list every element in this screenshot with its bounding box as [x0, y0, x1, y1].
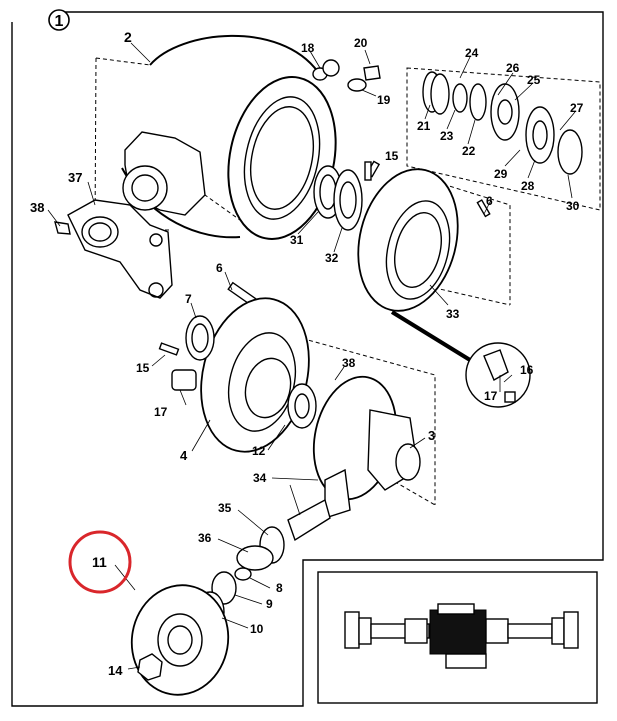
bearing-and-gear — [313, 165, 363, 231]
callout-33: 33 — [446, 307, 460, 321]
callout-10: 10 — [250, 622, 264, 636]
callout-16: 16 — [520, 363, 534, 377]
callout-24: 24 — [465, 46, 479, 60]
figure-number: 1 — [55, 13, 64, 30]
pinion-bearing — [287, 383, 317, 429]
callout-12: 12 — [252, 444, 266, 458]
callout-38-center: 38 — [342, 356, 356, 370]
callout-38-left: 38 — [30, 200, 44, 215]
callout-19: 19 — [377, 93, 391, 107]
callout-32: 32 — [325, 251, 339, 265]
callout-11: 11 — [92, 554, 107, 570]
callout-28: 28 — [521, 179, 535, 193]
callout-35: 35 — [218, 501, 232, 515]
callout-labels: 2 18 20 19 24 26 25 27 21 23 22 29 28 30… — [30, 29, 584, 678]
callout-25: 25 — [527, 73, 541, 87]
callout-29: 29 — [494, 167, 508, 181]
callout-37: 37 — [68, 170, 82, 185]
callout-7: 7 — [185, 292, 192, 306]
callout-21: 21 — [417, 119, 431, 133]
callout-9: 9 — [266, 597, 273, 611]
callout-17: 17 — [154, 405, 168, 419]
mounting-bracket — [54, 199, 173, 299]
callout-26: 26 — [506, 61, 520, 75]
callout-36: 36 — [198, 531, 212, 545]
inset-axle-overview — [317, 571, 598, 704]
differential-housing — [121, 34, 337, 240]
callout-34: 34 — [253, 471, 267, 485]
callout-31: 31 — [290, 233, 304, 247]
callout-2: 2 — [124, 29, 132, 45]
callout-15-upper: 15 — [385, 149, 399, 163]
callout-22: 22 — [462, 144, 476, 158]
plugs-and-washers — [312, 59, 381, 92]
leader-lines — [47, 42, 576, 670]
callout-27: 27 — [570, 101, 584, 115]
adjuster-ring — [158, 315, 215, 391]
callout-6-left: 6 — [216, 261, 223, 275]
carrier-housing — [200, 297, 310, 453]
callout-18: 18 — [301, 41, 315, 55]
callout-30: 30 — [566, 199, 580, 213]
output-flange — [130, 584, 230, 696]
highlight-circle — [68, 530, 132, 594]
seal-stack — [422, 71, 583, 175]
flanged-carrier — [357, 160, 491, 312]
callout-8: 8 — [276, 581, 283, 595]
callout-3: 3 — [428, 428, 435, 443]
callout-4: 4 — [180, 448, 188, 463]
callout-6-right: 6 — [486, 194, 493, 208]
detail-bubble — [390, 310, 531, 408]
pin-15-upper — [364, 161, 372, 181]
callout-20: 20 — [354, 36, 368, 50]
callout-15-lower: 15 — [136, 361, 150, 375]
callout-14: 14 — [108, 663, 123, 678]
figure-number-badge — [48, 9, 70, 31]
callout-17-detail: 17 — [484, 389, 498, 403]
differential-assembly — [287, 375, 421, 542]
callout-23: 23 — [440, 129, 454, 143]
diagram-frame — [11, 11, 604, 707]
